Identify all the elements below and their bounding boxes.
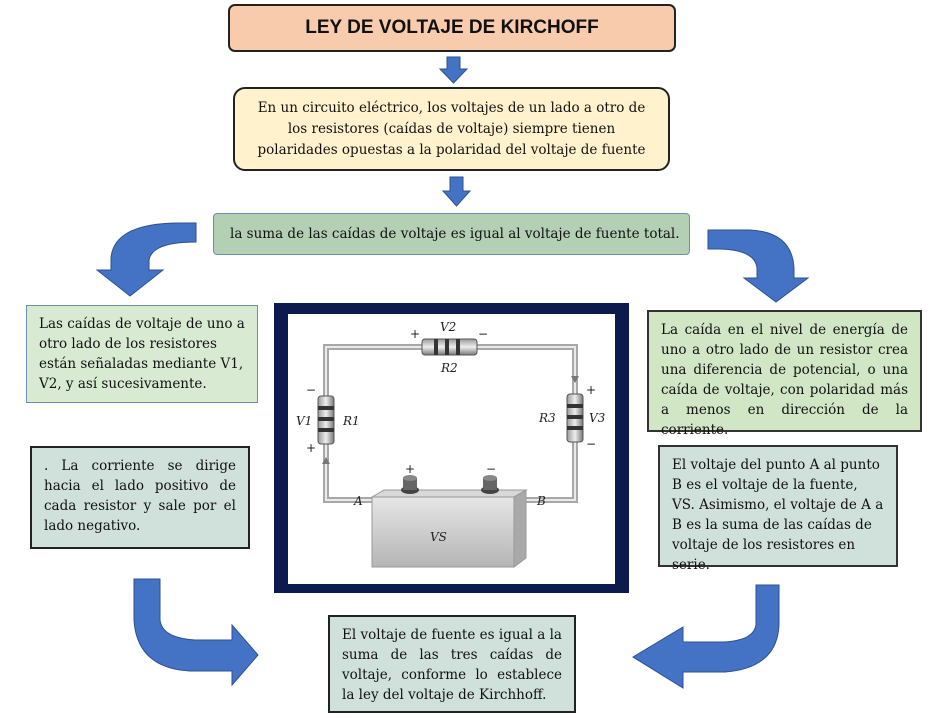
circuit-figure: V2 + − R2 − V1 R1 + + R3 V3 − + − A B VS	[274, 303, 629, 593]
mid-right-box: El voltaje del punto A al punto B es el …	[658, 445, 898, 573]
down-arrow-icon	[438, 56, 469, 84]
curved-arrow-icon	[632, 584, 780, 689]
circuit-diagram: V2 + − R2 − V1 R1 + + R3 V3 − + − A B VS	[296, 320, 606, 568]
label-v3: V3	[589, 411, 606, 425]
label-r3: R3	[538, 411, 556, 425]
page-title: LEY DE VOLTAJE DE KIRCHOFF	[228, 4, 676, 52]
plus-sign: +	[306, 441, 316, 455]
minus-sign: −	[478, 327, 488, 341]
label-a: A	[353, 494, 363, 508]
minus-sign: −	[586, 437, 596, 451]
mid-left-box: . La corriente se dirige hacia el lado p…	[30, 446, 250, 549]
circuit-panel: V2 + − R2 − V1 R1 + + R3 V3 − + − A B VS	[288, 314, 615, 584]
sum-box: la suma de las caídas de voltaje es igua…	[213, 213, 690, 255]
label-vs: VS	[430, 530, 447, 544]
minus-sign: −	[486, 462, 496, 476]
label-v2: V2	[440, 320, 456, 334]
label-r2: R2	[440, 361, 458, 375]
curved-arrow-icon	[133, 578, 259, 687]
bottom-box: El voltaje de fuente es igual a la suma …	[328, 615, 576, 713]
top-left-box: Las caídas de voltaje de uno a otro lado…	[26, 305, 258, 403]
minus-sign: −	[306, 383, 316, 397]
label-b: B	[536, 494, 546, 508]
curved-arrow-icon	[707, 229, 810, 303]
battery	[370, 489, 528, 498]
curved-arrow-icon	[95, 222, 197, 297]
plus-sign: +	[586, 383, 596, 397]
label-r1: R1	[342, 414, 360, 428]
resistor-r2	[421, 338, 478, 356]
plus-sign: +	[405, 462, 415, 476]
top-right-box: La caída en el nivel de energía de uno a…	[647, 310, 922, 438]
intro-box: En un circuito eléctrico, los voltajes d…	[233, 87, 670, 171]
plus-sign: +	[410, 327, 420, 341]
label-v1: V1	[296, 414, 312, 428]
down-arrow-icon	[441, 176, 472, 207]
